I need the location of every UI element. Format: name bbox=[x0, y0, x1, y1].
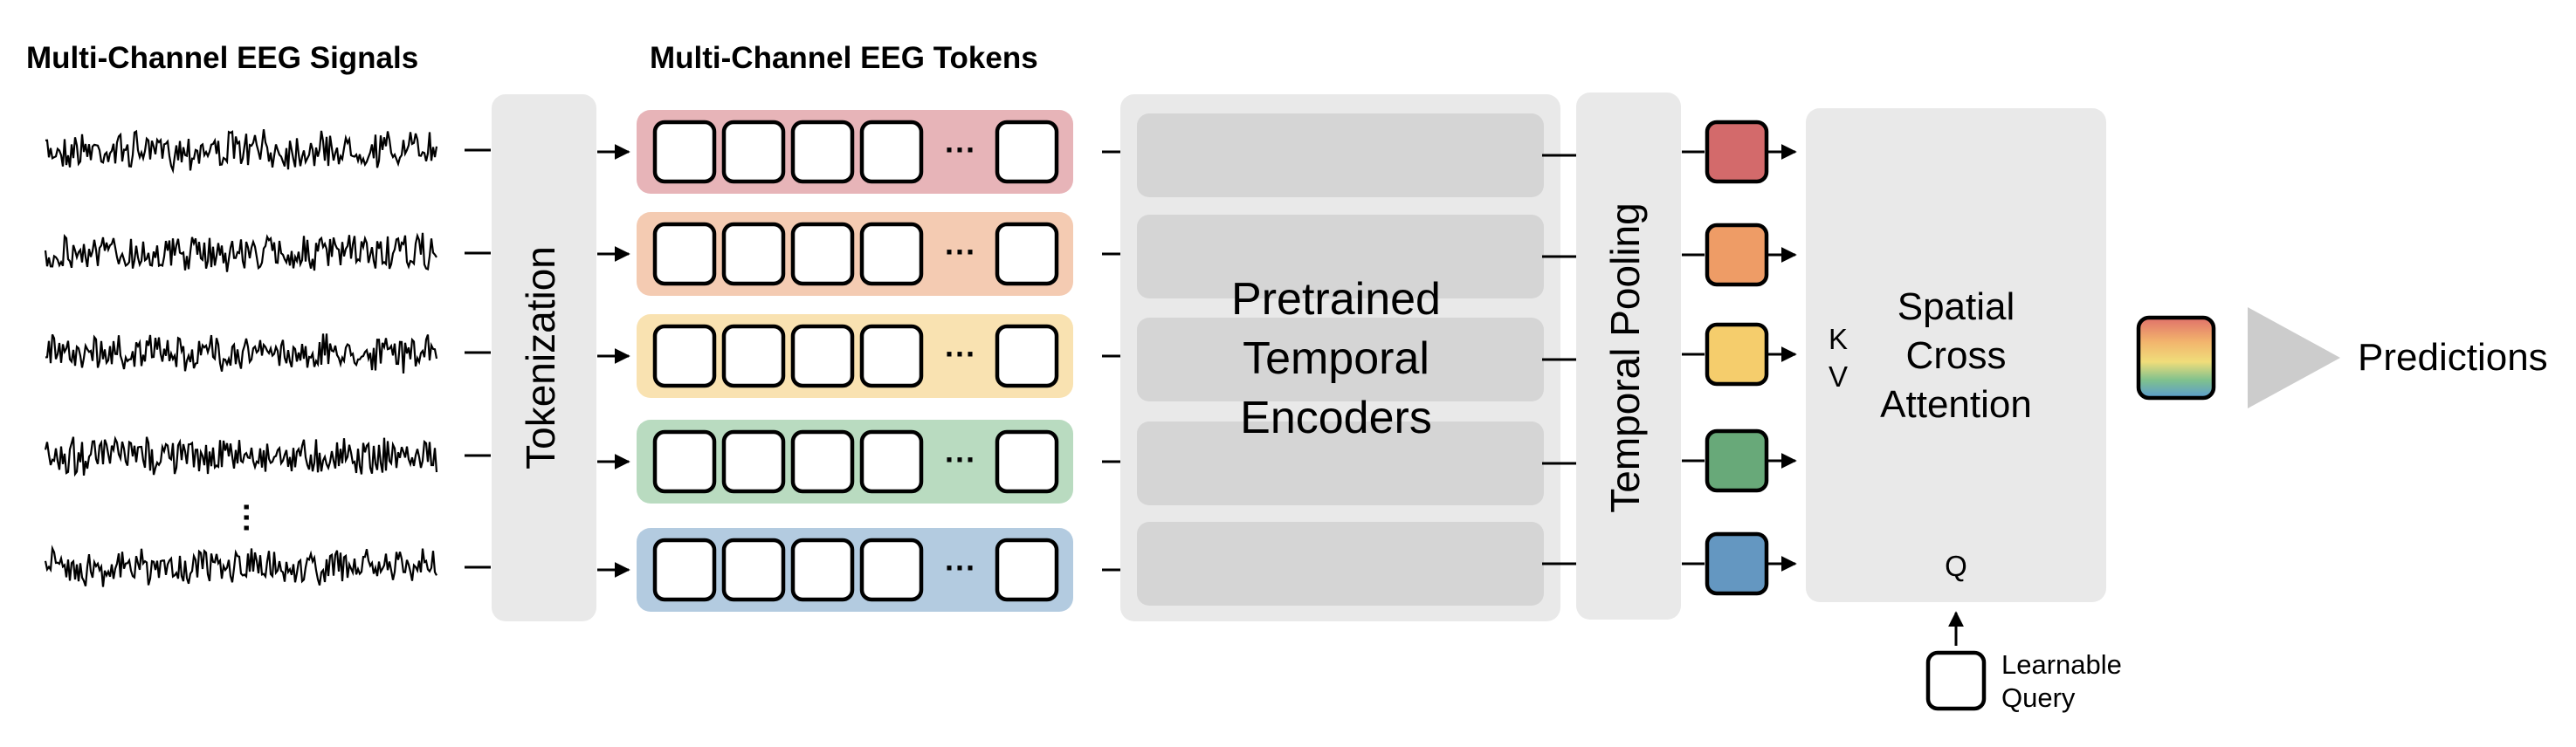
pooled-token bbox=[1705, 223, 1769, 287]
encoder-row bbox=[1137, 318, 1544, 401]
encoder-row bbox=[1137, 522, 1544, 606]
token-ellipsis: ··· bbox=[945, 132, 976, 168]
temporal-pooling-block bbox=[1576, 93, 1681, 620]
token-ellipsis: ··· bbox=[945, 550, 976, 586]
token-box bbox=[721, 429, 786, 494]
eeg-trace bbox=[45, 333, 438, 374]
token-box bbox=[721, 324, 786, 388]
token-box bbox=[859, 538, 924, 602]
value-label: V bbox=[1829, 360, 1848, 393]
query-label: Q bbox=[1945, 550, 1967, 582]
token-box bbox=[859, 222, 924, 286]
token-box bbox=[790, 324, 855, 388]
token-box bbox=[652, 120, 717, 184]
tokenization-label: Tokenization bbox=[518, 246, 563, 469]
token-ellipsis: ··· bbox=[945, 234, 976, 270]
token-box bbox=[995, 324, 1059, 388]
token-box bbox=[995, 429, 1059, 494]
temporal-pooling-label: Temporal Pooling bbox=[1602, 202, 1648, 512]
spatial-cross-attention-block bbox=[1806, 108, 2106, 602]
token-box bbox=[652, 324, 717, 388]
key-label: K bbox=[1829, 323, 1848, 355]
encoders-label-line2: Temporal bbox=[1243, 333, 1429, 384]
learnable-query-label-line1: Learnable bbox=[2001, 649, 2122, 680]
token-box bbox=[790, 538, 855, 602]
token-box bbox=[721, 538, 786, 602]
pooled-token bbox=[1705, 531, 1769, 596]
learnable-query-box bbox=[1925, 650, 1987, 711]
signal-connectors bbox=[465, 148, 491, 569]
token-box bbox=[652, 538, 717, 602]
token-box bbox=[859, 324, 924, 388]
token-ellipsis: ··· bbox=[945, 442, 976, 477]
encoder-rows bbox=[1137, 113, 1576, 606]
pooled-token bbox=[1705, 322, 1769, 387]
tokenization-block bbox=[492, 94, 596, 621]
attention-label-line2: Cross bbox=[1906, 334, 2007, 377]
prediction-box bbox=[2136, 315, 2216, 401]
attention-label-line1: Spatial bbox=[1898, 285, 2015, 328]
token-box bbox=[995, 222, 1059, 286]
encoder-row bbox=[1137, 113, 1544, 197]
eeg-trace bbox=[44, 435, 438, 477]
predictions-label: Predictions bbox=[2358, 336, 2548, 379]
token-ellipsis: ··· bbox=[945, 336, 976, 372]
signals-heading: Multi-Channel EEG Signals bbox=[26, 41, 418, 75]
channel-ellipsis: ··· bbox=[229, 503, 265, 534]
encoders-label-line1: Pretrained bbox=[1231, 274, 1441, 325]
token-box bbox=[652, 222, 717, 286]
eeg-trace bbox=[44, 232, 437, 272]
eeg-trace bbox=[45, 129, 438, 175]
token-box bbox=[721, 120, 786, 184]
token-box bbox=[995, 538, 1059, 602]
token-box bbox=[859, 429, 924, 494]
token-box bbox=[790, 120, 855, 184]
token-box bbox=[790, 429, 855, 494]
pooled-tokens bbox=[1682, 120, 1797, 596]
tokens-heading: Multi-Channel EEG Tokens bbox=[650, 41, 1038, 75]
eeg-signals bbox=[44, 129, 438, 587]
encoders-label-line3: Encoders bbox=[1240, 393, 1432, 443]
learnable-query-label-line2: Query bbox=[2001, 682, 2076, 713]
token-box bbox=[995, 120, 1059, 184]
prediction-arrowhead bbox=[2248, 307, 2340, 408]
encoder-row bbox=[1137, 215, 1544, 298]
token-box bbox=[652, 429, 717, 494]
attention-label-line3: Attention bbox=[1880, 383, 2032, 426]
eeg-trace bbox=[44, 545, 437, 587]
encoder-row bbox=[1137, 421, 1544, 505]
token-box bbox=[859, 120, 924, 184]
pooled-token bbox=[1705, 428, 1769, 493]
token-box bbox=[790, 222, 855, 286]
token-box bbox=[721, 222, 786, 286]
pooled-token bbox=[1705, 120, 1769, 184]
token-strips: ··· ··· ··· ··· ··· bbox=[597, 110, 1135, 612]
